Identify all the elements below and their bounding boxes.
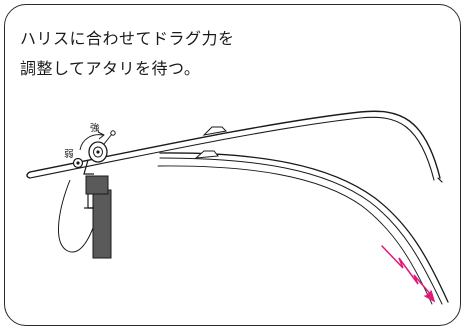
drag-strong-label: 強: [90, 122, 100, 134]
slack-line: [58, 179, 99, 253]
second-rod: [157, 152, 449, 305]
lower-rod-guide: [194, 150, 219, 159]
bite-signal-icon: [381, 245, 436, 303]
caption-line-2: 調整してアタリを待つ。: [20, 59, 201, 78]
rod-holder: [84, 175, 112, 259]
caption-line-1: ハリスに合わせてドラグ力を: [20, 29, 235, 48]
reel: [83, 130, 116, 175]
main-rod: [26, 110, 443, 183]
drag-knob: [72, 157, 84, 169]
drag-adjust-arrow: [79, 131, 105, 151]
upper-rod-guide: [202, 126, 228, 136]
instruction-caption: ハリスに合わせてドラグ力を 調整してアタリを待つ。: [20, 24, 320, 84]
drag-weak-label: 弱: [64, 149, 74, 160]
